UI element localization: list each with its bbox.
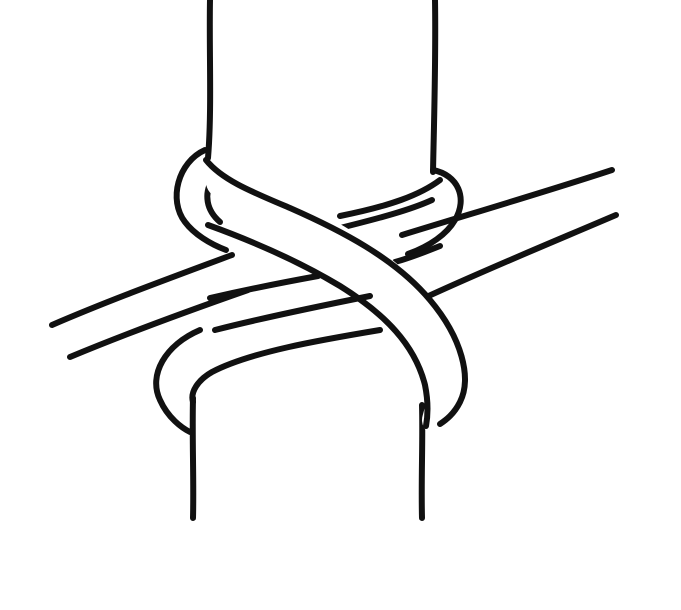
left-strand-upper [49,252,235,328]
crossing-strand-upper-edge [203,157,468,427]
left-strand-lower [67,287,251,360]
crossing-strand [203,157,468,436]
lower-wrap-inner [189,327,383,405]
crossing-strand-lower-edge [205,222,431,429]
left-rope-strands [49,252,251,360]
lower-wrap-outer [153,327,203,435]
lower-pole [189,395,426,521]
top-wrap-left-loop-outer [173,147,229,253]
top-wrap-right-band [337,177,443,219]
upper-pole-right-edge [430,0,439,175]
right-rope-strands [399,167,619,303]
rope-wraps [153,147,464,435]
middle-band-right [392,243,443,265]
top-wrap-right-inner [337,197,435,231]
crossing-strand-mask [206,166,459,436]
upper-pole-left-edge [205,0,214,161]
middle-band-upper [207,273,321,301]
right-strand-lower [417,212,619,303]
middle-band-lower [212,293,373,333]
upper-pole [205,0,439,175]
top-wrap-right-outer [405,167,464,257]
lower-pole-right-edge [418,402,426,521]
right-strand-upper [399,167,615,238]
lower-pole-left-edge [189,395,197,521]
